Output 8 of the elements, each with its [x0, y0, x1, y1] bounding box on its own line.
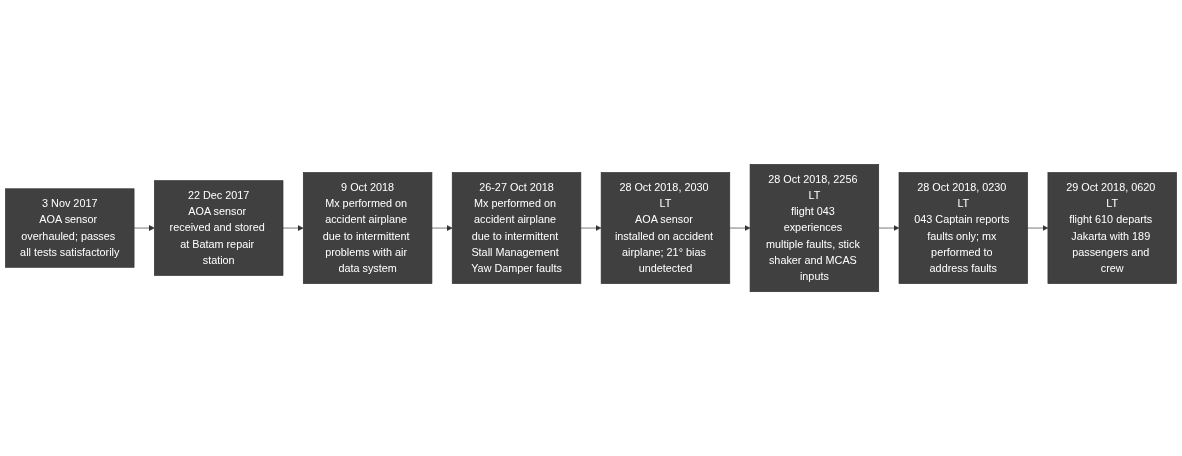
node-box: 3 Nov 2017 AOA sensor overhauled; passes all tests satisfactorily [5, 188, 135, 268]
node-box: 26-27 Oct 2018 Mx performed on accident airplane due to intermittent Stall Management Yaw Damper faults [451, 172, 582, 284]
node-box: 9 Oct 2018 Mx performed on accident airplane due to intermittent problems with air data system [302, 172, 433, 284]
node-box: 28 Oct 2018, 2256 LT flight 043 experiences multiple faults, stick shaker and MCAS inputs [749, 164, 880, 292]
node-box: 22 Dec 2017 AOA sensor received and stored at Batam repair station [154, 180, 284, 276]
node-box: 29 Oct 2018, 0620 LT flight 610 departs Jakarta with 189 passengers and crew [1047, 172, 1177, 284]
node-box: 28 Oct 2018, 0230 LT 043 Captain reports faults only; mx performed to address faults [898, 172, 1028, 284]
node-box: 28 Oct 2018, 2030 LT AOA sensor installed on accident airplane; 21° bias undetected [600, 172, 731, 284]
